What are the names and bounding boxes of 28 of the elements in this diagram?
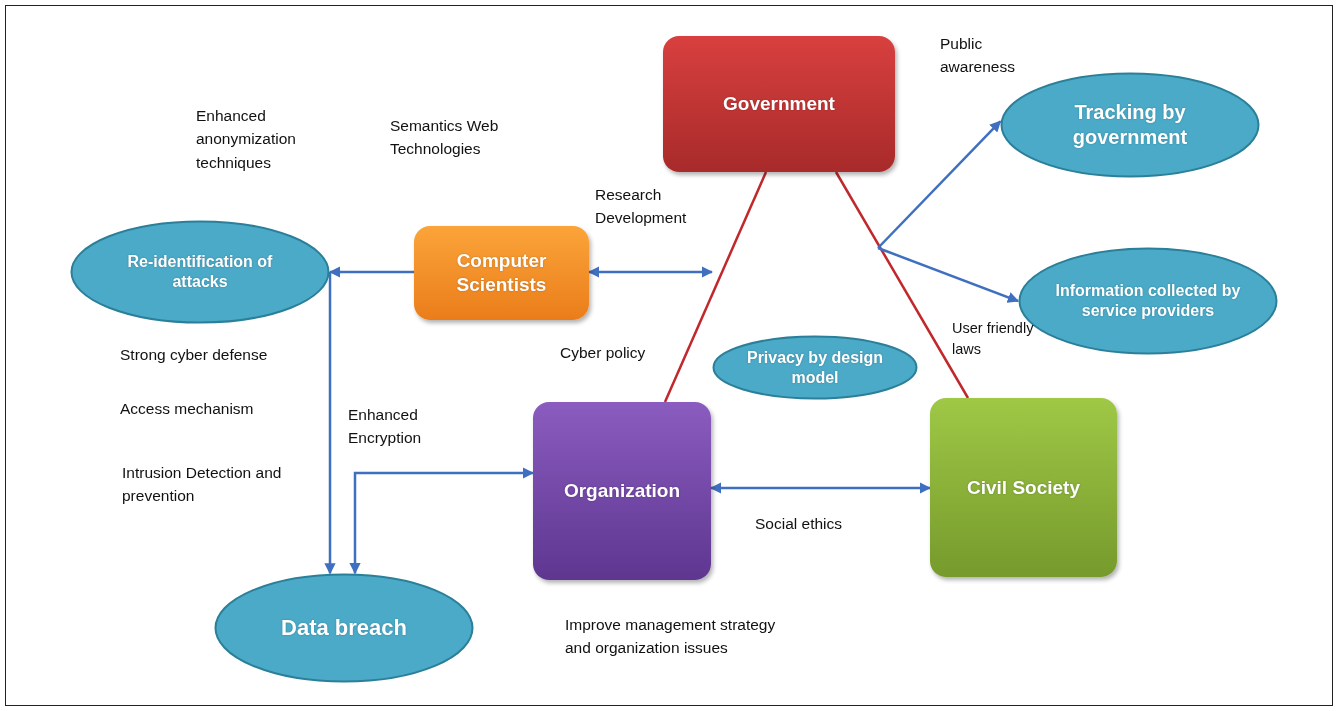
annotation-text: Strong cyber defense	[120, 345, 269, 365]
annotation-text: Cyber policy	[560, 343, 647, 363]
rounded-box: Organization	[533, 402, 711, 580]
arrow	[587, 266, 714, 278]
rounded-box: Government	[663, 36, 895, 172]
annotation-text: User friendly laws	[952, 319, 1035, 359]
annotation-text: Research Development	[595, 185, 688, 229]
annotation-text: Improve management strategy and organization issues	[565, 615, 777, 659]
arrow	[709, 482, 932, 494]
annotation-text: Intrusion Detection and prevention	[122, 463, 283, 507]
ellipse: Tracking by government	[1000, 72, 1260, 178]
annotation-text: Semantics Web Technologies	[390, 116, 500, 160]
connector-line	[834, 171, 970, 399]
arrow	[877, 120, 1002, 249]
annotation-text: Enhanced anonymization techniques	[196, 106, 297, 173]
arrow	[328, 266, 414, 278]
annotation-text: Access mechanism	[120, 399, 255, 419]
ellipse: Data breach	[214, 573, 474, 683]
ellipse: Privacy by design model	[712, 335, 918, 400]
arrow	[324, 272, 336, 575]
rounded-box: Computer Scientists	[414, 226, 589, 320]
rounded-box: Civil Society	[930, 398, 1117, 577]
ellipse: Re-identification of attacks	[70, 220, 330, 324]
arrow	[877, 246, 1020, 303]
arrow	[349, 467, 535, 575]
connector-line	[663, 171, 768, 403]
annotation-text: Enhanced Encryption	[348, 405, 423, 449]
annotation-text: Social ethics	[755, 514, 843, 534]
